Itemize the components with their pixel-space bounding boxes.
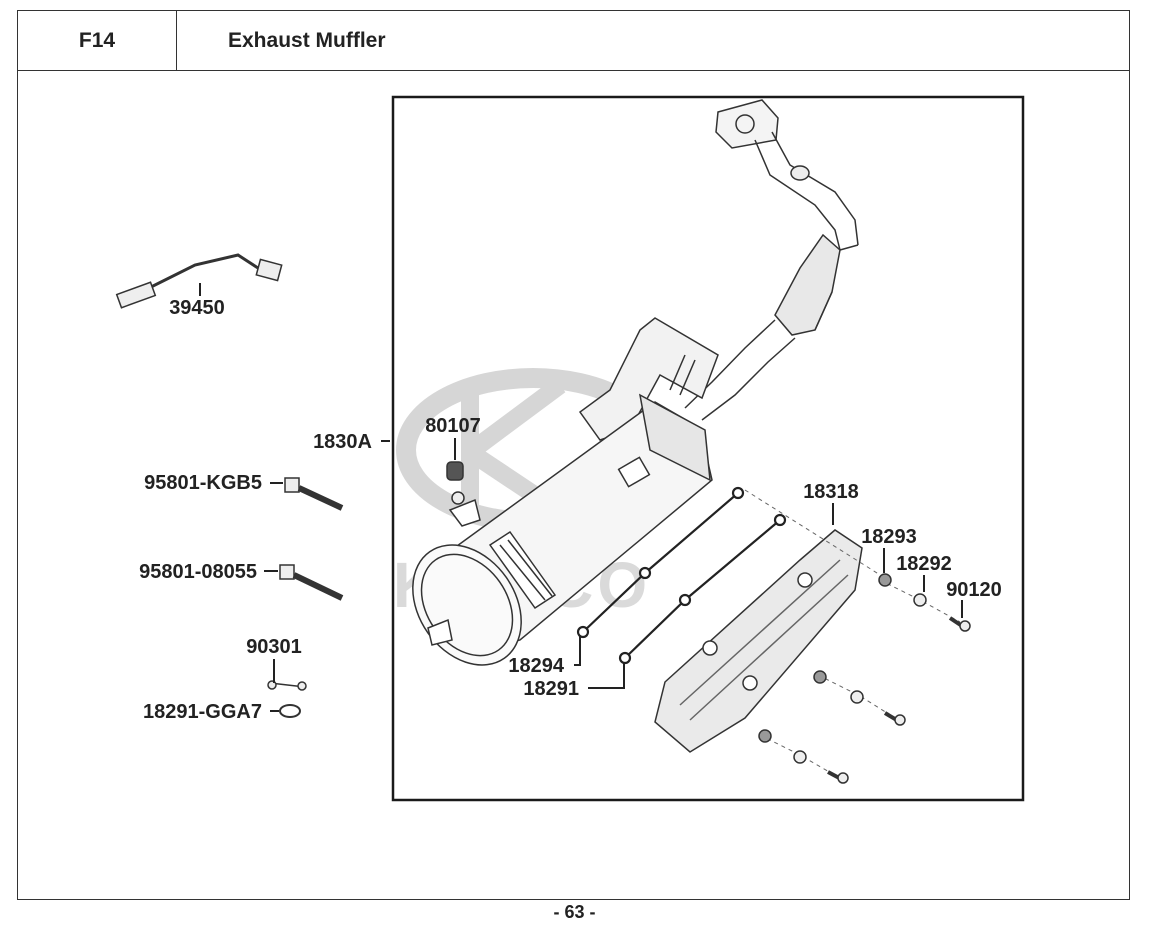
part-label-18291: 18291	[523, 678, 579, 700]
section-header: F14 Exhaust Muffler	[17, 10, 1130, 71]
screw-90301	[267, 680, 307, 691]
bolt-95801-kgb5	[284, 477, 344, 511]
part-label-95801-08055: 95801-08055	[139, 561, 257, 583]
grommet-80107	[446, 461, 465, 505]
oxygen-sensor-39450	[115, 253, 283, 309]
bolt-95801-08055	[279, 564, 344, 601]
part-label-39450: 39450	[169, 297, 225, 319]
part-label-80107: 80107	[425, 415, 481, 437]
page-number: - 63 -	[553, 902, 596, 922]
part-label-90301: 90301	[246, 636, 302, 658]
fasteners	[758, 573, 971, 784]
part-label-18294: 18294	[508, 655, 564, 677]
assembly-guides	[744, 489, 961, 778]
diagram-box	[391, 95, 1025, 802]
clamp-bands	[576, 486, 787, 665]
leader-lines	[199, 283, 963, 712]
part-label-18291-gga7: 18291-GGA7	[143, 701, 262, 723]
part-label-18292: 18292	[896, 553, 952, 575]
section-title: Exhaust Muffler	[228, 29, 386, 52]
muffler-body	[412, 393, 713, 666]
section-code: F14	[18, 11, 177, 70]
heat-shield	[654, 529, 863, 753]
washer-18291-gga7	[279, 704, 301, 718]
part-label-18293: 18293	[861, 526, 917, 548]
page-frame	[17, 70, 1130, 900]
part-label-90120: 90120	[946, 579, 1002, 601]
part-label-1830a: 1830A	[313, 431, 372, 453]
part-label-95801-kgb5: 95801-KGB5	[144, 472, 262, 494]
part-label-18318: 18318	[803, 481, 859, 503]
